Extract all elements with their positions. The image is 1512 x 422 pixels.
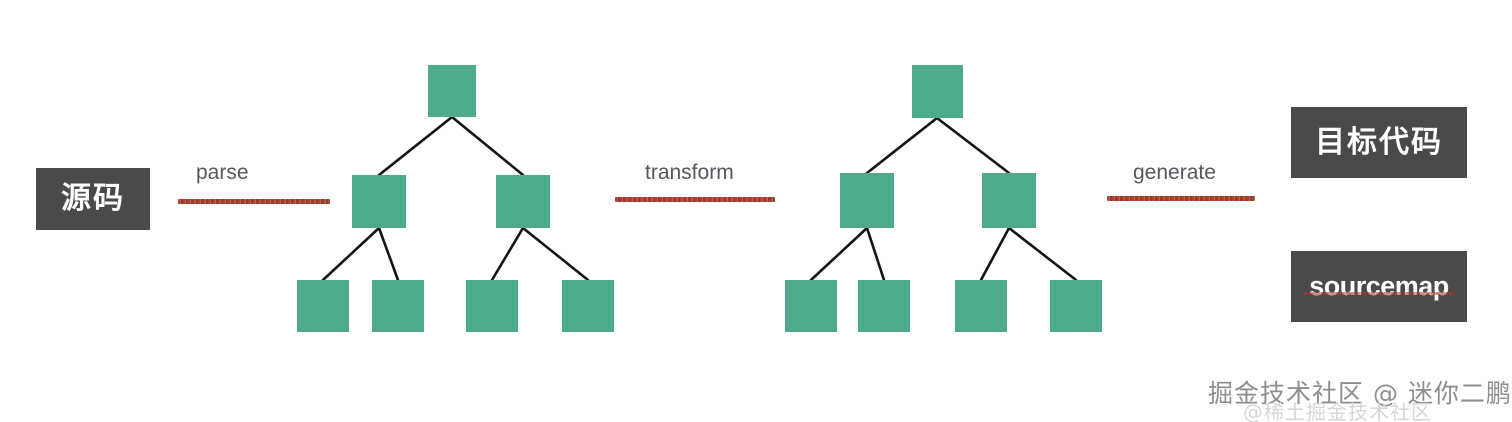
stage-label-transform: transform <box>645 161 734 184</box>
tree-node-root[interactable] <box>428 65 476 117</box>
tree-node-right[interactable] <box>982 173 1036 228</box>
tree-node-leaf-2[interactable] <box>372 280 424 332</box>
tree-node-leaf-4[interactable] <box>1050 280 1102 332</box>
tree-node-leaf-3[interactable] <box>955 280 1007 332</box>
tree-node-right[interactable] <box>496 175 550 228</box>
stage-rule-generate <box>1107 196 1255 201</box>
sourcemap-label: sourcemap <box>1309 271 1449 301</box>
stage-rule-transform <box>615 197 775 202</box>
watermark-secondary: @稀土掘金技术社区 <box>1243 400 1432 422</box>
target-code-box[interactable]: 目标代码 <box>1291 107 1467 178</box>
watermark-primary: 掘金技术社区 @ 迷你二鹏 <box>1208 379 1512 408</box>
sourcemap-box[interactable]: sourcemap <box>1291 251 1467 322</box>
stage-label-parse: parse <box>196 161 249 184</box>
sourcemap-underline-artifact <box>1303 292 1455 295</box>
tree-node-leaf-3[interactable] <box>466 280 518 332</box>
tree-node-leaf-2[interactable] <box>858 280 910 332</box>
stage-label-generate: generate <box>1133 161 1216 184</box>
target-code-label: 目标代码 <box>1315 124 1443 160</box>
tree-node-leaf-1[interactable] <box>785 280 837 332</box>
stage-rule-parse <box>178 199 330 204</box>
source-code-box[interactable]: 源码 <box>36 168 150 230</box>
source-code-label: 源码 <box>61 181 125 216</box>
tree-node-leaf-1[interactable] <box>297 280 349 332</box>
tree-node-leaf-4[interactable] <box>562 280 614 332</box>
tree-node-left[interactable] <box>352 175 406 228</box>
tree-node-left[interactable] <box>840 173 894 228</box>
tree-node-root[interactable] <box>912 65 963 118</box>
